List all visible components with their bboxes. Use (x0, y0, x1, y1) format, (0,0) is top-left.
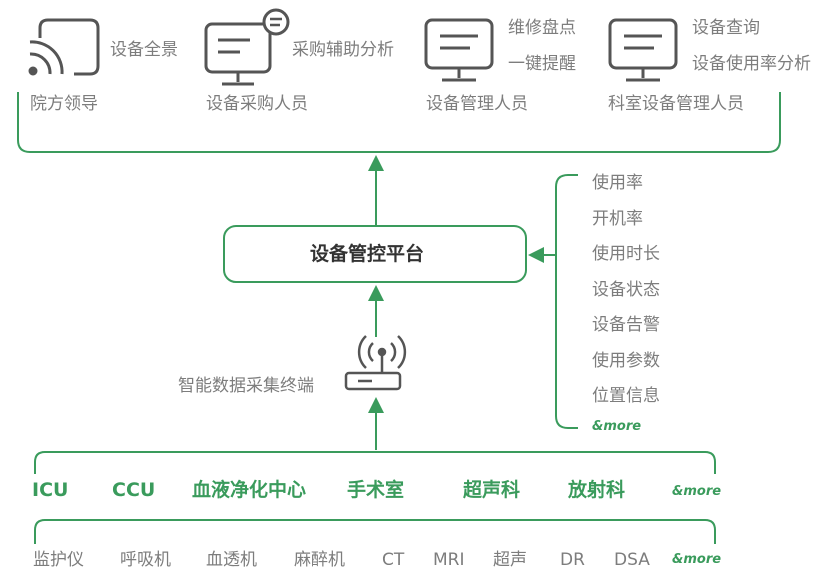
metric-item: 使用率 (592, 173, 643, 193)
monitor-icon (424, 18, 494, 82)
device-item: 呼吸机 (120, 550, 171, 570)
metric-item: 使用参数 (592, 351, 660, 371)
departments-bracket (34, 451, 716, 474)
role-label: 院方领导 (30, 94, 98, 114)
device-item: 超声 (493, 550, 527, 570)
role-label: 设备管理人员 (426, 94, 528, 114)
device-item: MRI (433, 550, 465, 570)
platform-box (223, 225, 527, 283)
device-item: CT (382, 550, 405, 570)
metrics-bracket (555, 174, 578, 429)
metrics-more: &more (592, 419, 642, 434)
terminal-label: 智能数据采集终端 (178, 376, 314, 396)
role-feature: 设备查询 (692, 18, 760, 38)
device-item: DSA (614, 550, 650, 570)
wireless-router-icon (344, 335, 407, 391)
device-item: 监护仪 (33, 550, 84, 570)
devices-more: &more (672, 552, 722, 567)
metric-item: 设备状态 (592, 280, 660, 300)
device-item: DR (560, 550, 585, 570)
role-feature: 设备使用率分析 (692, 54, 811, 74)
device-item: 麻醉机 (294, 550, 345, 570)
department-item: 手术室 (347, 479, 405, 501)
role-feature: 一键提醒 (508, 54, 576, 74)
department-item: 血液净化中心 (192, 479, 307, 501)
department-item: 超声科 (463, 479, 521, 501)
metric-item: 使用时长 (592, 244, 660, 264)
role-label: 科室设备管理人员 (608, 94, 744, 114)
device-item: 血透机 (206, 550, 257, 570)
roles-bracket (17, 92, 781, 153)
role-feature: 维修盘点 (508, 18, 576, 38)
metric-item: 开机率 (592, 209, 643, 229)
department-item: CCU (112, 479, 156, 501)
department-item: 放射科 (568, 479, 626, 501)
metric-item: 设备告警 (592, 315, 660, 335)
monitor-icon (608, 18, 678, 82)
devices-bracket (34, 519, 716, 544)
metric-item: 位置信息 (592, 386, 660, 406)
platform-label: 设备管控平台 (310, 243, 425, 265)
monitor-chat-icon (204, 8, 290, 86)
department-item: ICU (32, 479, 69, 501)
departments-more: &more (672, 484, 722, 499)
cast-screen-icon (28, 18, 100, 76)
role-label: 设备采购人员 (206, 94, 308, 114)
role-feature: 采购辅助分析 (292, 40, 394, 60)
role-feature: 设备全景 (110, 40, 178, 60)
